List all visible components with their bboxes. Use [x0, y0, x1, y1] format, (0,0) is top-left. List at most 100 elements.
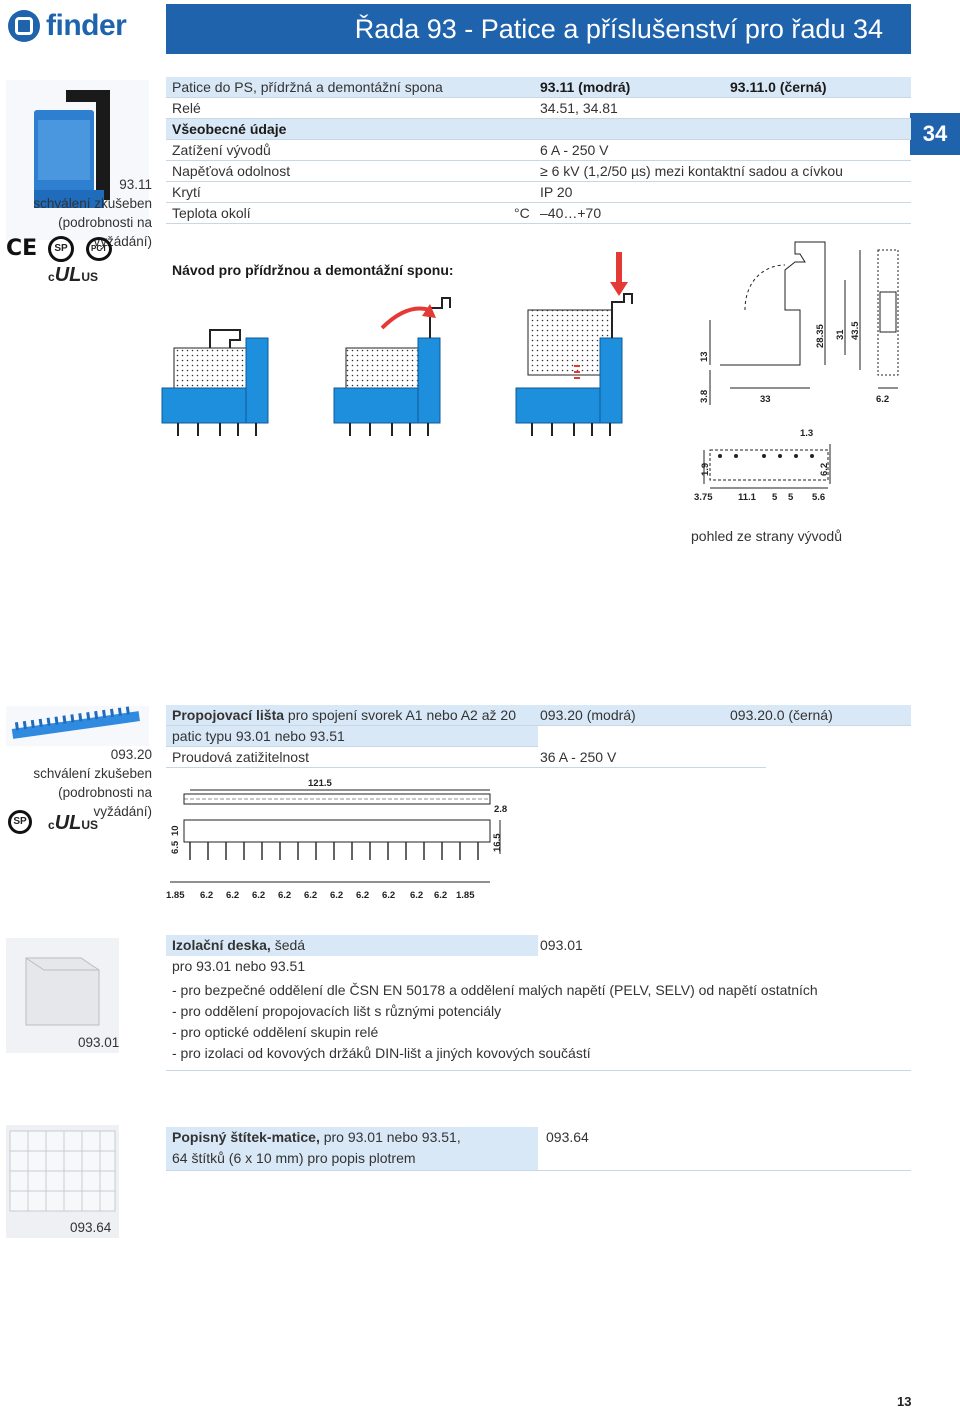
dim-3-75: 3.75 [694, 492, 713, 503]
dim-28-35: 28.35 [815, 324, 826, 348]
order-code: 093.01 [540, 937, 583, 953]
row-label: Patice do PS, přídržná a demontážní spon… [172, 79, 443, 95]
table-row-section: Všeobecné údaje [166, 119, 911, 140]
finder-logo: finder [8, 8, 127, 44]
dim-43-5: 43.5 [850, 321, 861, 340]
jumper-dimension-drawing: 121.5 2.8 16.5 6.5 10 1.85 6.2 6.2 6.2 6… [166, 778, 507, 901]
section-tab: 34 [910, 113, 960, 155]
page-number: 13 [897, 1394, 912, 1409]
dim-pitch: 6.2 [382, 890, 395, 901]
marker-sheet-icon [9, 1130, 116, 1212]
product-code: 093.20 [110, 747, 152, 762]
dim-pitch: 6.2 [410, 890, 423, 901]
product-photo-093-01 [6, 938, 119, 1053]
dim-pitch: 6.2 [434, 890, 447, 901]
page-title-bar: Řada 93 - Patice a příslušenství pro řad… [166, 4, 911, 54]
pin-view-caption: pohled ze strany vývodů [691, 528, 842, 544]
product-desc: 64 štítků (6 x 10 mm) pro popis plotrem [172, 1150, 416, 1166]
dim-5b: 5 [788, 492, 794, 503]
product-code: 93.11 [119, 177, 152, 192]
product-photo-093-64 [6, 1125, 119, 1238]
instructions-title: Návod pro přídržnou a demontážní sponu: [172, 262, 454, 278]
approval-caption-2: 093.20 schválení zkušeben (podrobnosti n… [0, 745, 152, 821]
pin-view-drawing: 1.3 1.9 6.2 3.75 11.1 5 5 5.6 [694, 428, 831, 503]
feature-item: - pro oddělení propojovacích lišt s různ… [172, 1003, 502, 1019]
order-code-blue: 93.11 (modrá) [540, 79, 631, 95]
product-code: 093.01 [78, 1035, 120, 1050]
socket-dimension-drawing: 13 3.8 33 28.35 31 43.5 6.2 [699, 241, 899, 405]
brand-name: finder [46, 9, 127, 42]
finder-logo-icon [8, 10, 40, 42]
row-value: 36 A - 250 V [540, 749, 617, 765]
row-label: Teplota okolí [172, 205, 251, 221]
feature-item: - pro bezpečné oddělení dle ČSN EN 50178… [172, 982, 818, 998]
feature-item: - pro izolaci od kovových držáků DIN-liš… [172, 1045, 591, 1061]
row-label: Zatížení vývodů [172, 142, 271, 158]
csa-mark-icon: SP [8, 810, 32, 834]
dim-6-2b: 6.2 [819, 463, 830, 476]
row-value: 6 A - 250 V [540, 142, 609, 158]
dim-16-5: 16.5 [492, 833, 503, 852]
row-value: –40…+70 [540, 205, 602, 221]
dim-pitch: 6.2 [330, 890, 343, 901]
table-row: Napěťová odolnost ≥ 6 kV (1,2/50 µs) mez… [166, 161, 911, 182]
dim-2-8: 2.8 [494, 804, 507, 815]
dim-pitch: 6.2 [252, 890, 265, 901]
row-unit: °C [514, 205, 530, 221]
insulation-plate-block: Izolační deska, šedá 093.01 pro 93.01 ne… [166, 935, 911, 1071]
order-code-black: 93.11.0 (černá) [730, 79, 827, 95]
dim-11-1: 11.1 [738, 492, 757, 503]
marker-sheet-block: Popisný štítek-matice, pro 93.01 nebo 93… [166, 1127, 911, 1171]
dim-6-5: 6.5 [170, 840, 181, 854]
dim-pitch: 6.2 [278, 890, 291, 901]
product-name: Izolační deska, šedá [172, 937, 306, 953]
csa-mark-icon: SP [48, 236, 74, 262]
ce-mark-icon: CE [6, 236, 38, 261]
insulation-plate-icon [25, 957, 100, 1026]
row-label: Proudová zatižitelnost [172, 749, 309, 765]
table-row: patic typu 93.01 nebo 93.51 [166, 726, 538, 747]
dim-13: 13 [699, 351, 710, 362]
dim-3-8: 3.8 [699, 390, 710, 403]
dim-pitch: 6.2 [226, 890, 239, 901]
dim-5a: 5 [772, 492, 778, 503]
table-row: Relé 34.51, 34.81 [166, 98, 911, 119]
section-tab-label: 34 [922, 121, 948, 146]
row-label: Krytí [172, 184, 201, 200]
row-value: IP 20 [540, 184, 573, 200]
dim-5-6: 5.6 [812, 492, 825, 503]
row-value: ≥ 6 kV (1,2/50 µs) mezi kontaktní sadou … [540, 163, 843, 179]
dim-10: 10 [170, 825, 181, 836]
order-code: 093.64 [546, 1129, 589, 1145]
approval-label: schválení zkušeben [33, 196, 152, 211]
table-row-header: Patice do PS, přídržná a demontážní spon… [166, 77, 911, 98]
dim-1-85a: 1.85 [166, 890, 185, 901]
gost-mark-icon: PCT [86, 237, 112, 261]
row-label: Napěťová odolnost [172, 163, 291, 179]
dim-1-3: 1.3 [800, 428, 813, 439]
page-title: Řada 93 - Patice a příslušenství pro řad… [354, 13, 883, 44]
dim-33: 33 [760, 394, 771, 405]
ul-mark-icon: cULUS [48, 812, 99, 834]
dim-pitch: 6.2 [304, 890, 317, 901]
dim-121-5: 121.5 [308, 778, 332, 789]
table-row: Krytí IP 20 [166, 182, 911, 203]
product-photo-93-11 [6, 80, 149, 240]
row-label: patic typu 93.01 nebo 93.51 [172, 728, 345, 744]
dim-1-9: 1.9 [700, 463, 711, 476]
clip-assembly-diagram [161, 252, 633, 436]
dim-6-2: 6.2 [876, 394, 889, 405]
dim-1-85b: 1.85 [456, 890, 475, 901]
row-value: 34.51, 34.81 [540, 100, 618, 116]
dim-pitch: 6.2 [356, 890, 369, 901]
socket-photo-icon [34, 90, 110, 208]
row-label: Relé [172, 100, 201, 116]
row-label: Propojovací lišta pro spojení svorek A1 … [172, 707, 516, 723]
table-row: Proudová zatižitelnost 36 A - 250 V [166, 747, 766, 768]
row-label: Všeobecné údaje [172, 121, 287, 137]
dim-31: 31 [835, 329, 846, 340]
order-code-black: 093.20.0 (černá) [730, 707, 833, 723]
jumper-photo-icon [11, 706, 140, 739]
dim-pitch: 6.2 [200, 890, 213, 901]
product-name: Popisný štítek-matice, pro 93.01 nebo 93… [172, 1129, 461, 1145]
